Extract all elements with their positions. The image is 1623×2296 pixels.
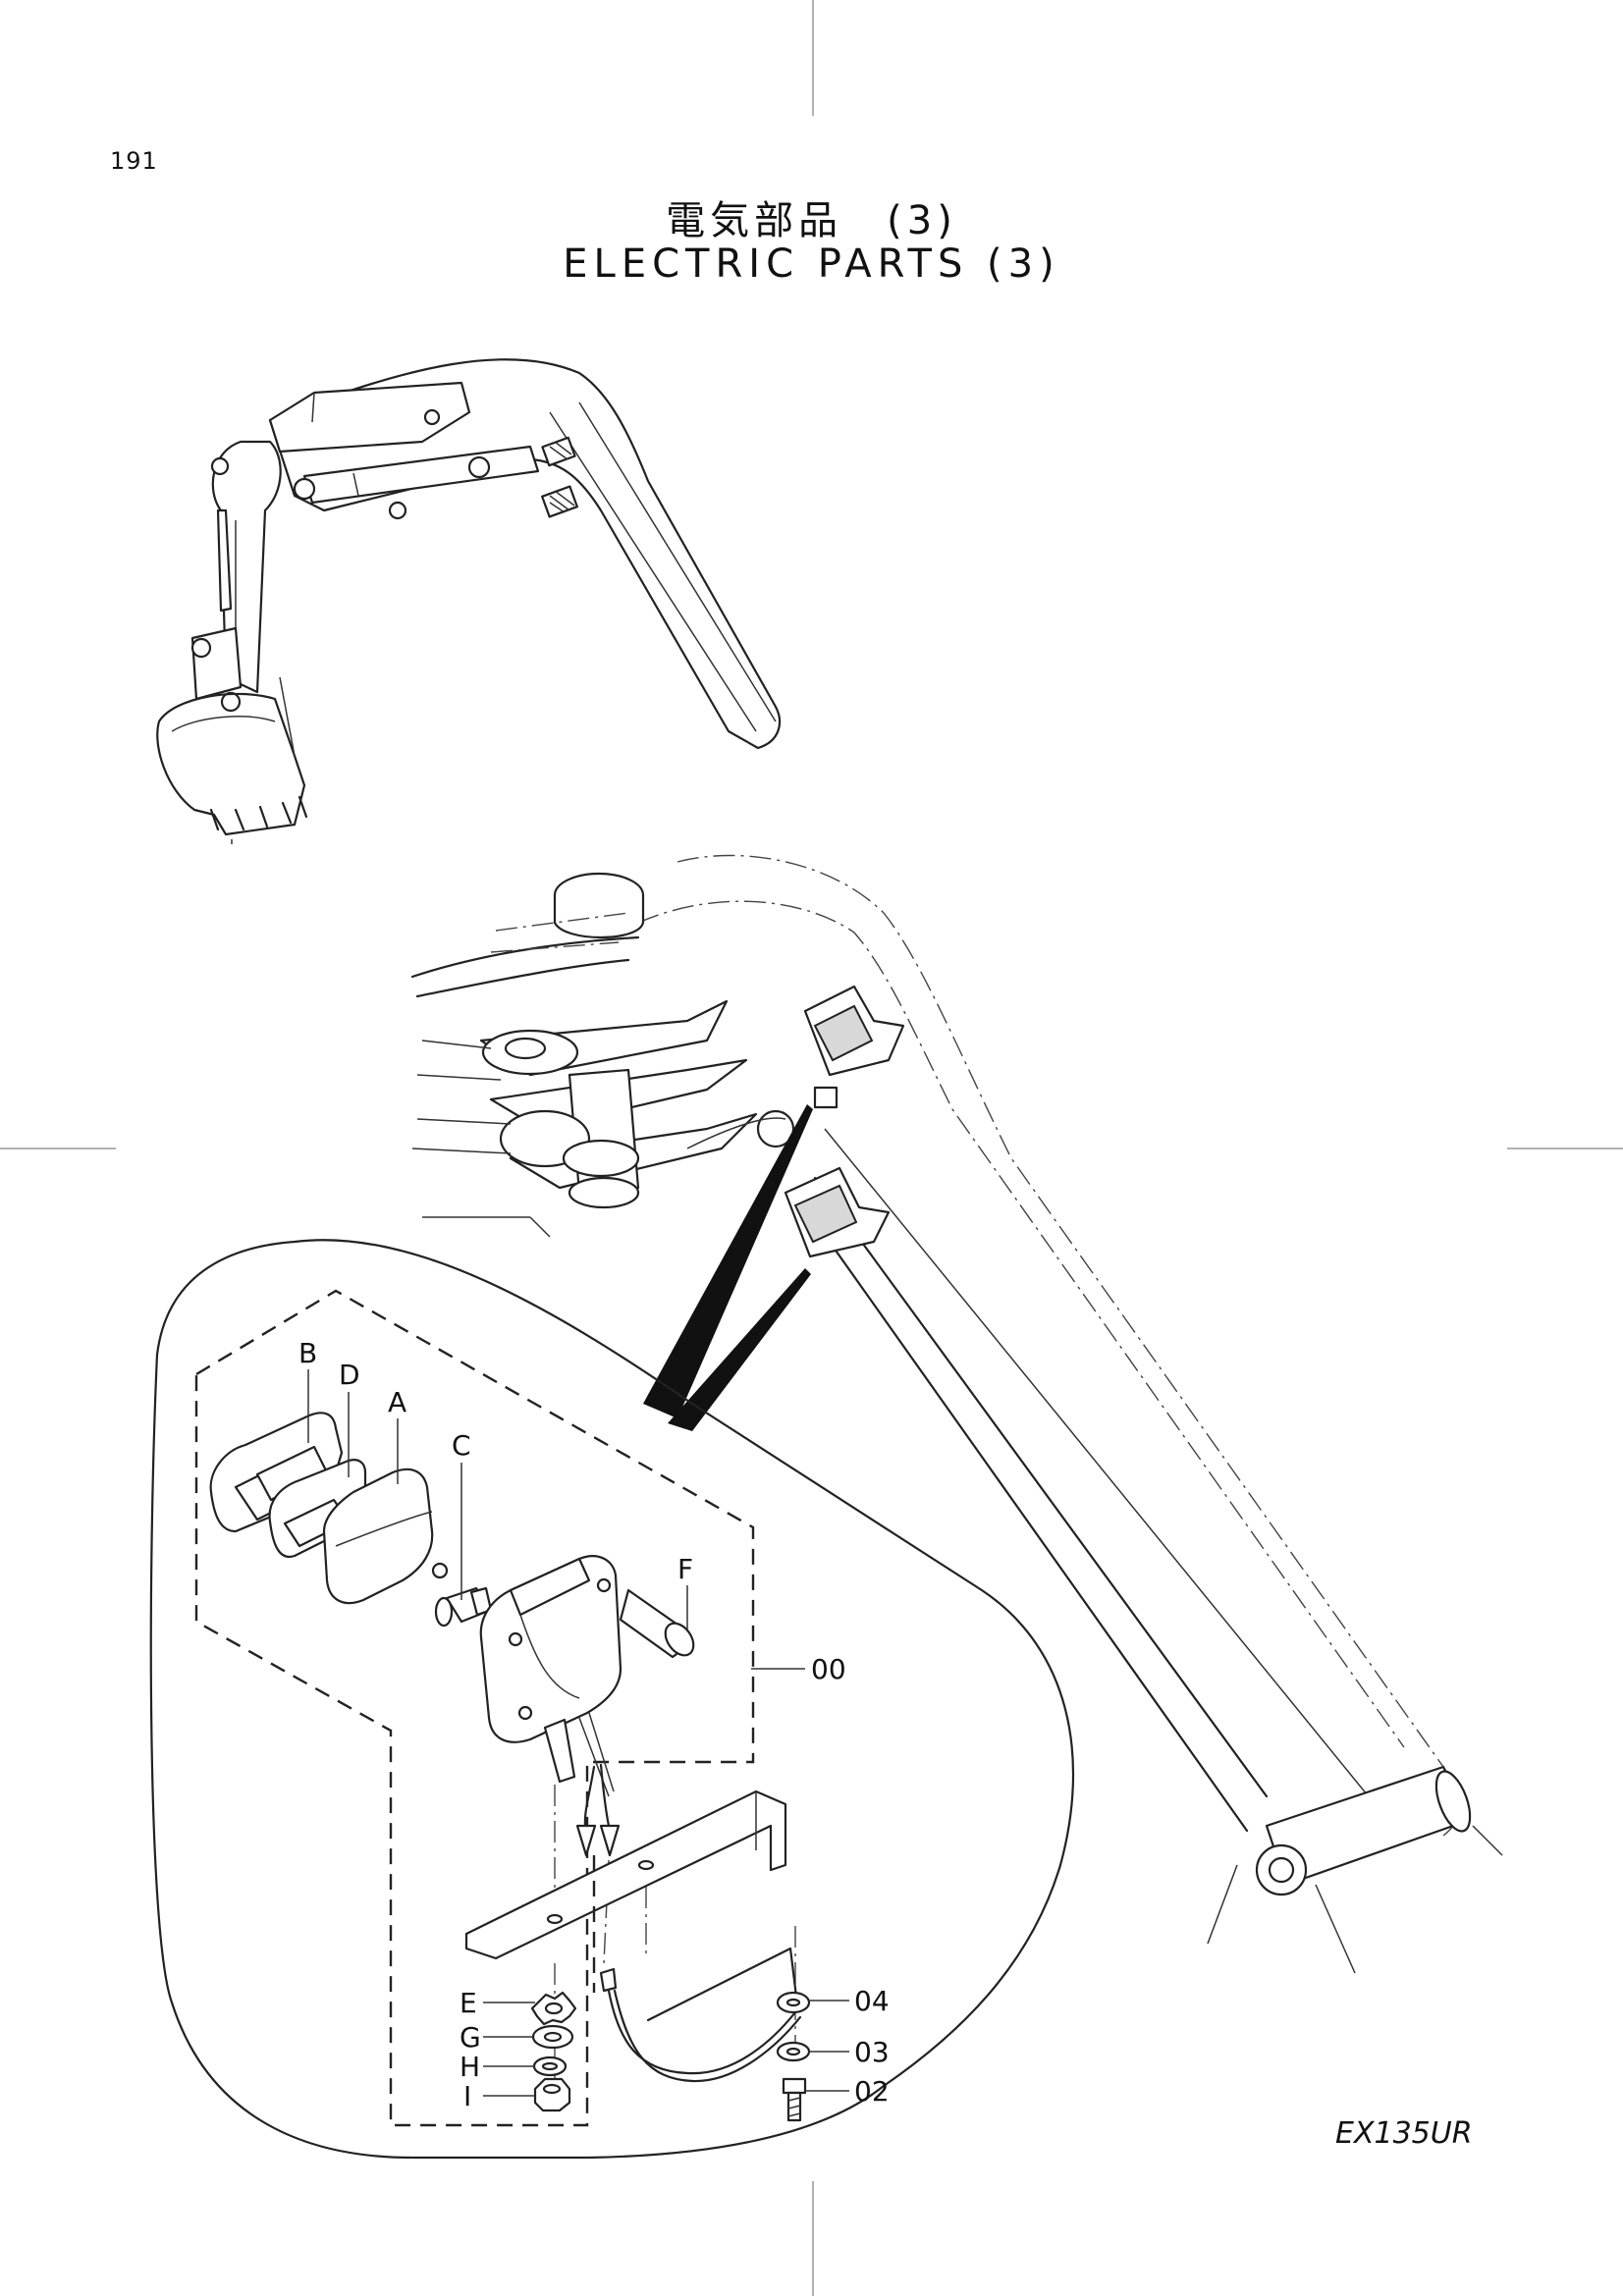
detail-leader-wedge-upper	[643, 1104, 813, 1418]
callout-c: C	[452, 1429, 471, 1462]
callout-i: I	[463, 2080, 471, 2112]
mounting-bracket	[464, 1789, 787, 1960]
callout-g: G	[460, 2021, 481, 2054]
callout-leaders	[307, 1369, 849, 2097]
hex-nut-i	[533, 2077, 571, 2112]
callout-d: D	[339, 1359, 360, 1391]
lamp-bulb-c	[434, 1586, 493, 1628]
excavator-attachment-overview	[156, 358, 781, 844]
callout-02: 02	[854, 2075, 890, 2108]
star-washer-e	[530, 1991, 577, 2026]
plain-washer-g	[531, 2024, 574, 2050]
page-title-english: ELECTRIC PARTS (3)	[563, 241, 1060, 287]
ground-wire	[599, 1967, 802, 2083]
callout-04: 04	[854, 1985, 890, 2017]
model-code: EX135UR	[1335, 2116, 1473, 2151]
lamp-housing	[479, 1555, 622, 1797]
terminal-ring-04	[776, 1991, 811, 2014]
callout-e: E	[460, 1987, 477, 2019]
callout-f: F	[677, 1553, 693, 1585]
callout-03: 03	[854, 2036, 890, 2068]
wire-terminals	[575, 1763, 621, 1857]
detail-leader-wedge-lower	[668, 1268, 811, 1431]
bolt-02	[782, 2077, 807, 2122]
callout-assembly-00: 00	[811, 1653, 846, 1685]
screw-f	[619, 1588, 695, 1659]
page-number: 191	[110, 147, 158, 175]
callout-b: B	[298, 1337, 317, 1369]
assembly-dashed-boundary	[194, 1289, 755, 2127]
detail-bubble-outline	[149, 1239, 1075, 2160]
lock-washer-03	[776, 2041, 811, 2062]
lamp-lens-a	[322, 1468, 449, 1605]
enlarged-boom-view	[410, 854, 1503, 1974]
callout-a: A	[388, 1386, 406, 1418]
page-title-japanese: 電気部品 (3)	[666, 198, 957, 243]
lamp-gasket-d	[268, 1459, 367, 1559]
callout-h: H	[460, 2051, 480, 2083]
lock-washer-h	[532, 2056, 568, 2077]
